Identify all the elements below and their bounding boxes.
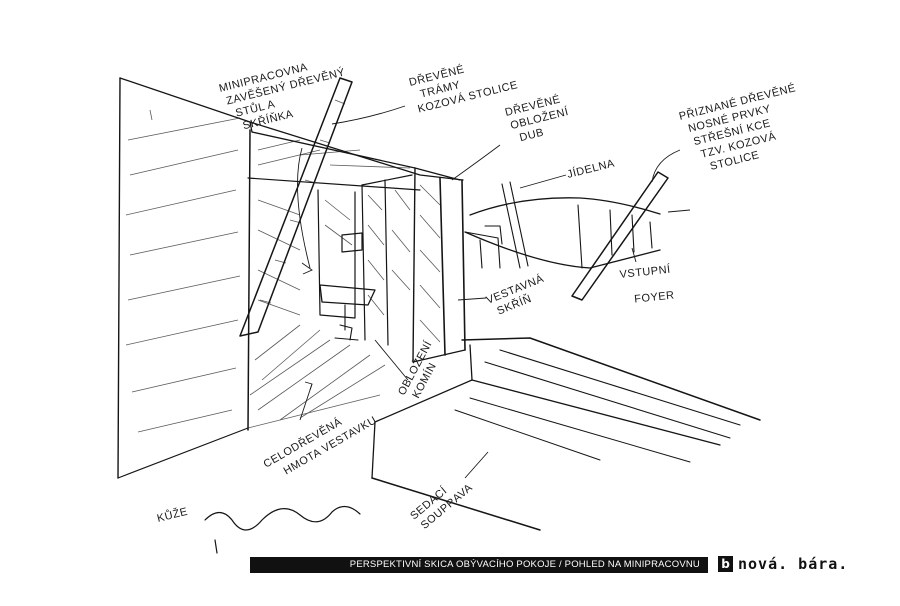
note-vestavna-skrin: VESTAVNÁ SKŘÍŇ (484, 271, 554, 320)
caption-text: PERSPEKTIVNÍ SKICA OBÝVACÍHO POKOJE / PO… (349, 559, 700, 570)
note-drevene-tramy: DŘEVĚNÉ TRÁMY KOZOVÁ STOLICE (408, 51, 520, 116)
logo-text: nová. bára. (738, 555, 849, 573)
left-wall (117, 77, 249, 479)
sofa (371, 337, 761, 531)
logo-mark: b (718, 556, 733, 572)
note-sedaci-souprava: SEDACÍ SOUPRAVA (408, 470, 476, 533)
floor (247, 324, 386, 429)
brand-logo: b nová. bára. (718, 553, 848, 575)
leather-throw (204, 505, 361, 554)
caption-bar: PERSPEKTIVNÍ SKICA OBÝVACÍHO POKOJE / PO… (250, 557, 708, 573)
leader-lines (297, 105, 691, 479)
wooden-box (247, 129, 466, 431)
note-kuze: KŮŽE (156, 505, 190, 525)
note-vstupni-foyer: VSTUPNÍ FOYER (619, 262, 678, 307)
dining-area (464, 181, 653, 269)
note-celodrevena-hmota: CELODŘEVĚNÁ HMOTA VESTAVKU (261, 400, 379, 485)
diagonal-beam-foyer (571, 171, 669, 301)
note-priznane-prvky: PŘIZNANÉ DŘEVĚNÉ NOSNÉ PRVKY STŘEŠNÍ KCE… (678, 80, 814, 177)
diagonal-beam-main (239, 77, 353, 337)
note-drevene-oblozeni: DŘEVĚNÉ OBLOŽENÍ DUB (504, 91, 577, 147)
roof-lines (119, 77, 661, 269)
note-jidelna: JÍDELNA (566, 156, 617, 180)
